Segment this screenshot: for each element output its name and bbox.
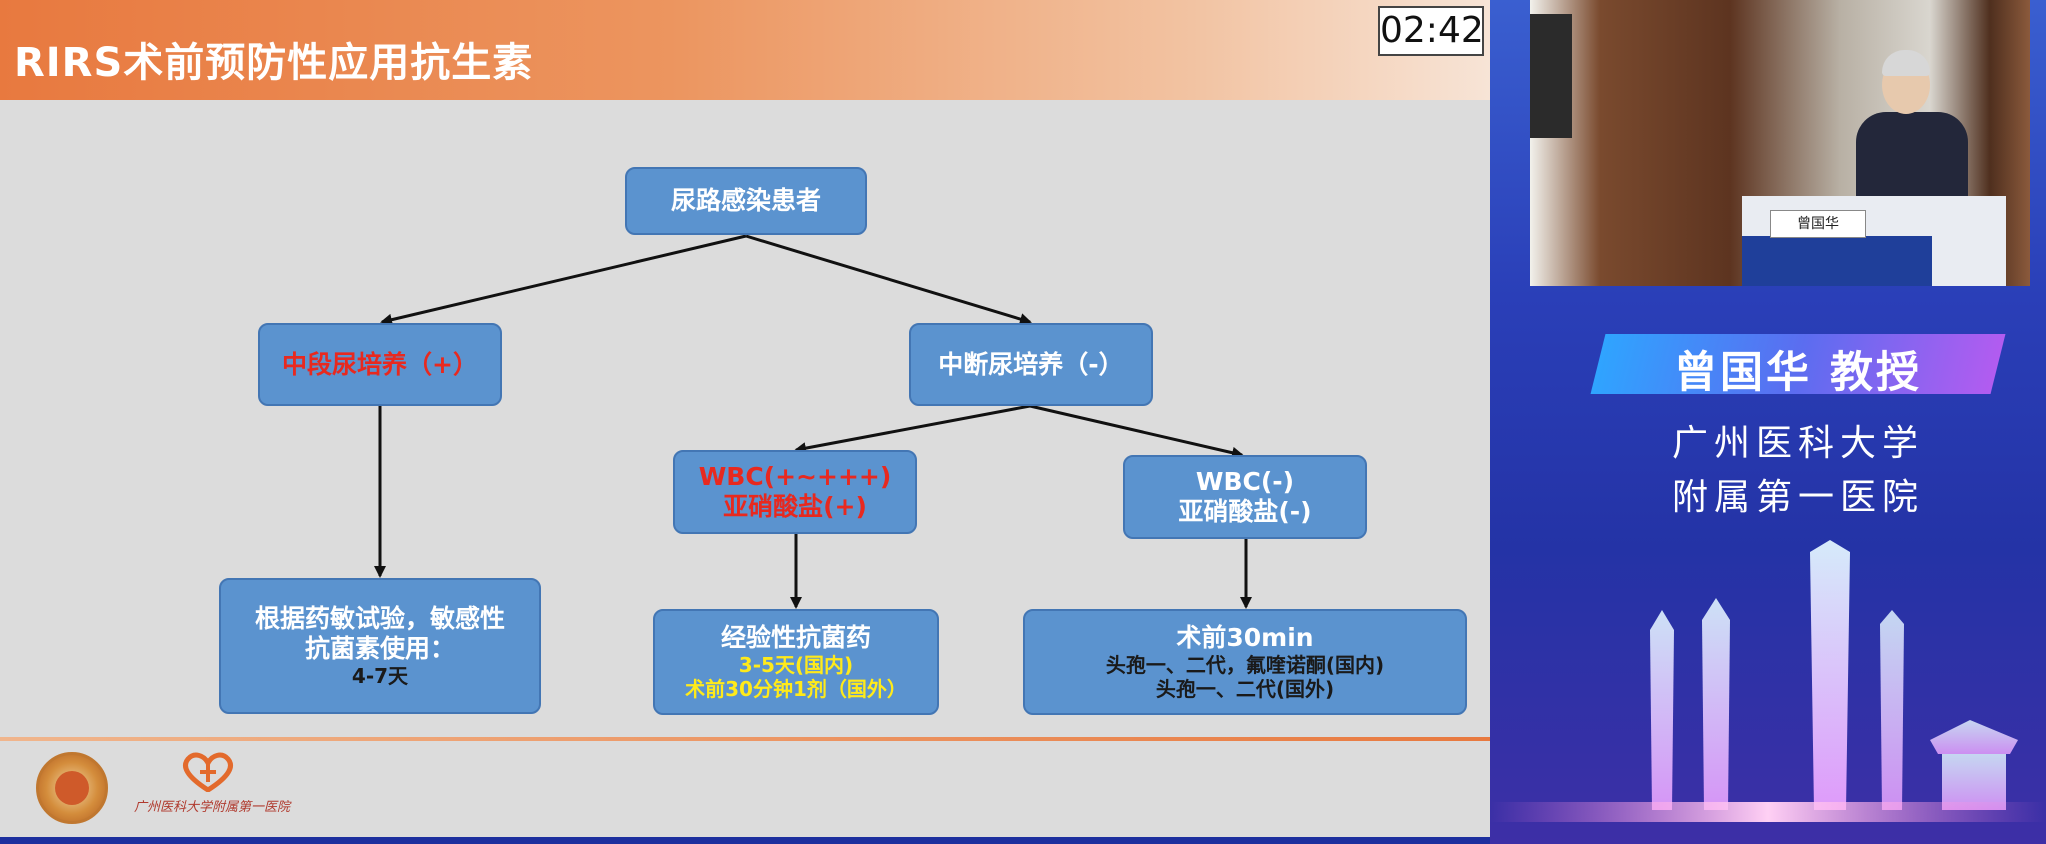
arrow-root-to-right [745,234,1032,325]
arrow-right-to-wbc-negative [1029,404,1244,459]
arrow-root-to-left [380,234,747,326]
wbc-positive-line2: 亚硝酸盐(+) [723,492,867,521]
podium-namecard: 曾国华 [1770,210,1866,238]
leaf-left-line3: 4-7天 [351,664,409,688]
node-wbc-positive: WBC(+~+++) 亚硝酸盐(+) [673,450,917,534]
slide-title: RIRS术前预防性应用抗生素 [14,40,534,86]
association-logo-emblem [55,771,89,805]
leaf-mid-line2: 3-5天(国内) [738,653,854,677]
node-left-branch: 中段尿培养（+） [258,323,502,406]
speaker-panel: 曾国华 曾国华 教授 广州医科大学 附属第一医院 [1490,0,2046,844]
leaf-mid-line3: 术前30分钟1剂（国外） [685,677,907,701]
skyscraper-tall [1810,540,1850,810]
ground-glow [1490,802,2046,822]
wbc-negative-line1: WBC(-) [1195,467,1295,496]
hospital-logo-text: 广州医科大学附属第一医院 [134,800,291,815]
presentation-slide: RIRS术前预防性应用抗生素 02:42 尿路感染患者 中段尿培养（+） 中断尿… [0,0,1490,837]
association-logo [36,752,108,824]
speaker-hair [1882,50,1930,76]
node-leaf-mid: 经验性抗菌药 3-5天(国内) 术前30分钟1剂（国外） [653,609,939,715]
podium-front [1742,236,1932,286]
leaf-left-line2: 抗菌素使用： [304,634,455,663]
flowchart-connectors [374,234,1252,609]
temple-roof [1930,720,2018,810]
institution-line2: 附属第一医院 [1671,477,1924,518]
title-bar [0,0,1490,100]
node-root-label: 尿路感染患者 [670,186,821,215]
city-skyline-illustration [1490,540,2046,822]
countdown-timer: 02:42 [1378,6,1484,56]
wbc-negative-line2: 亚硝酸盐(-) [1178,497,1312,526]
speaker-name: 曾国华 教授 [1674,348,1922,398]
leaf-right-line3: 头孢一、二代(国外) [1155,677,1335,701]
node-wbc-negative: WBC(-) 亚硝酸盐(-) [1123,455,1367,539]
node-root: 尿路感染患者 [625,167,867,235]
leaf-mid-line1: 经验性抗菌药 [720,623,871,652]
hospital-logo-heart-icon [183,752,233,792]
leaf-right-line2: 头孢一、二代，氟喹诺酮(国内) [1105,653,1385,677]
leaf-right-line1: 术前30min [1176,623,1314,652]
leaf-left-line1: 根据药敏试验，敏感性 [254,604,505,633]
node-leaf-right: 术前30min 头孢一、二代，氟喹诺酮(国内) 头孢一、二代(国外) [1023,609,1467,715]
node-right-branch-label: 中断尿培养（-） [938,349,1124,379]
skyscraper-mid [1880,610,1904,810]
node-right-branch: 中断尿培养（-） [909,323,1153,406]
pagoda-left [1650,610,1674,810]
institution-line1: 广州医科大学 [1671,423,1924,464]
node-leaf-left: 根据药敏试验，敏感性 抗菌素使用： 4-7天 [219,578,541,714]
wbc-positive-line1: WBC(+~+++) [698,462,892,491]
arrow-right-to-wbc-positive [794,404,1031,455]
footer-divider [0,737,1490,741]
loudspeaker [1530,14,1572,138]
node-left-branch-label: 中段尿培养（+） [282,349,478,379]
speaker-video: 曾国华 [1530,0,2030,286]
pagoda-right [1702,598,1730,810]
